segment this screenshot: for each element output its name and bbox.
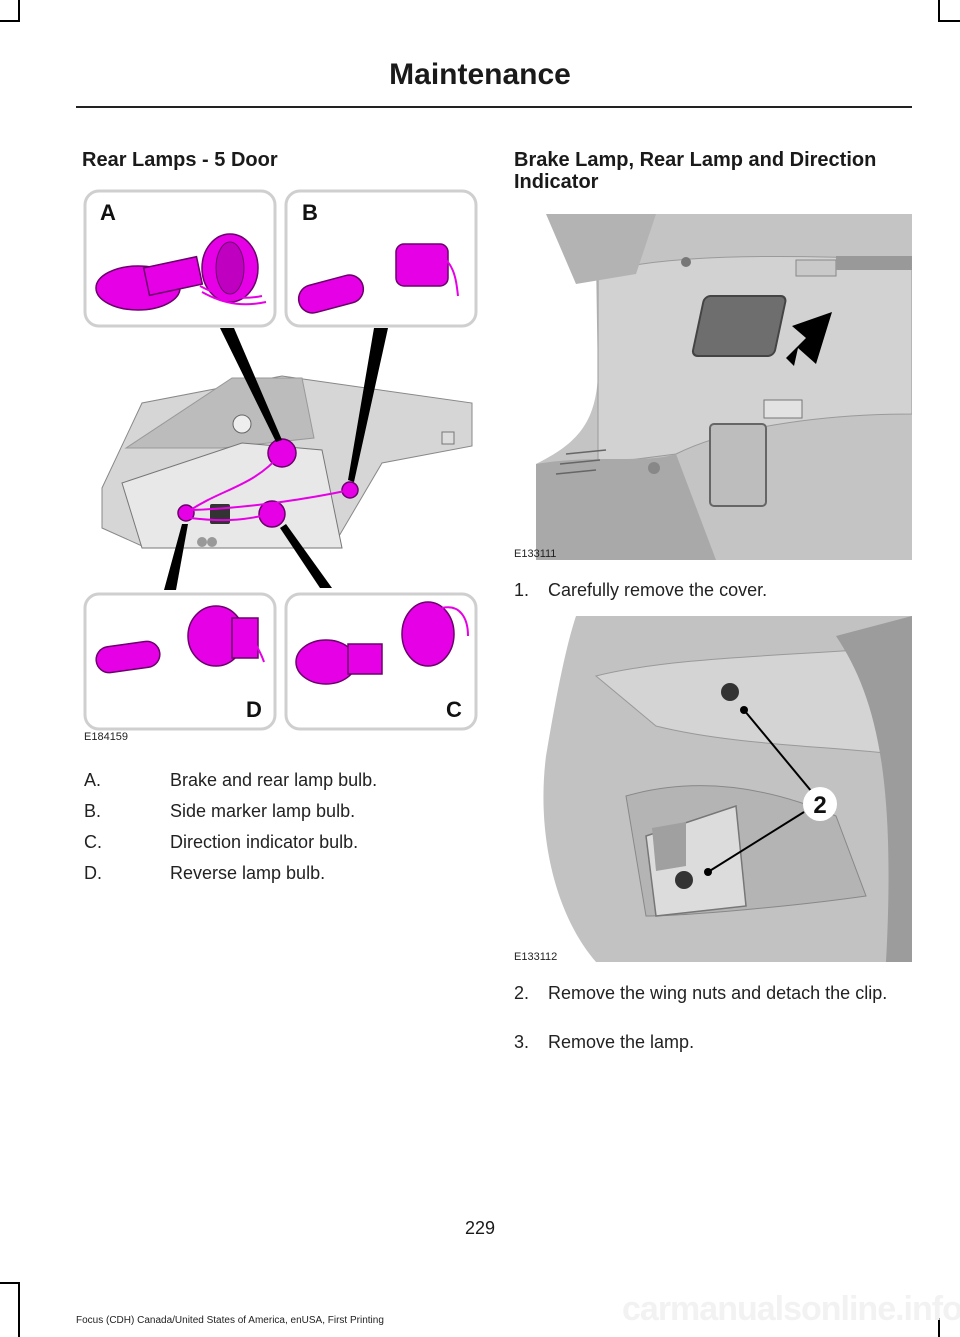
header-divider <box>76 106 912 108</box>
figure-wing-nuts: 2 <box>536 616 912 962</box>
step-text: Carefully remove the cover. <box>548 580 768 600</box>
panel-a-brake-rear-bulb <box>83 189 277 328</box>
crop-mark <box>938 0 940 22</box>
step-item: 2. Remove the wing nuts and detach the c… <box>514 983 914 1027</box>
callout-b: B <box>302 200 318 225</box>
step-text: Remove the wing nuts and detach the clip… <box>548 983 888 1003</box>
step-text: Remove the lamp. <box>548 1032 695 1052</box>
panel-c-direction-indicator-bulb <box>284 592 478 731</box>
page-title: Maintenance <box>389 58 571 91</box>
footer-text: Focus (CDH) Canada/United States of Amer… <box>76 1315 384 1326</box>
step-number: 3. <box>514 1032 530 1052</box>
callout-2: 2 <box>813 792 826 819</box>
watermark: carmanualsonline.info <box>622 1290 960 1328</box>
figure-code: E184159 <box>84 731 129 743</box>
crop-mark <box>0 20 20 22</box>
step-item: 1. Carefully remove the cover. <box>514 580 914 602</box>
figure-rear-lamp-bulbs: A B D C <box>82 188 482 734</box>
list-item-letter: B. <box>84 801 102 821</box>
panel-d-reverse-bulb <box>83 592 277 731</box>
wing-nut-icon <box>721 683 739 701</box>
crop-mark <box>938 20 960 22</box>
list-item-text: Reverse lamp bulb. <box>170 863 326 883</box>
crop-mark <box>0 1282 20 1284</box>
list-item-text: Side marker lamp bulb. <box>170 801 356 821</box>
list-item-text: Direction indicator bulb. <box>170 832 359 852</box>
callout-badge <box>803 787 837 821</box>
figure-cover-location <box>536 214 912 560</box>
crop-mark <box>18 0 20 22</box>
panel-b-side-marker-bulb <box>284 189 478 328</box>
arrow-icon <box>786 312 832 366</box>
callout-c: C <box>446 697 462 722</box>
step-number: 1. <box>514 580 530 600</box>
step-number: 2. <box>514 983 530 1003</box>
figure-code: E133111 <box>514 548 557 560</box>
list-item-text: Brake and rear lamp bulb. <box>170 770 378 790</box>
section-title-line: Brake Lamp, Rear Lamp and Direction <box>514 149 877 171</box>
list-item-letter: A. <box>84 770 102 790</box>
callout-d: D <box>246 697 262 722</box>
callout-a: A <box>100 200 116 225</box>
list-item-letter: C. <box>84 832 102 852</box>
step-item: 3. Remove the lamp. <box>514 1032 914 1054</box>
section-title-rear-lamps: Rear Lamps - 5 Door <box>82 149 278 171</box>
section-title-brake-lamp: Brake Lamp, Rear Lamp and Direction Indi… <box>514 149 876 193</box>
rear-lamp-assembly-illustration <box>101 375 473 549</box>
page-number: 229 <box>464 1218 496 1238</box>
wing-nut-icon <box>675 871 693 889</box>
crop-mark <box>938 1318 940 1337</box>
section-title-line: Indicator <box>514 171 599 193</box>
figure-code: E133112 <box>514 951 558 963</box>
list-item-letter: D. <box>84 863 102 883</box>
crop-mark <box>18 1282 20 1337</box>
